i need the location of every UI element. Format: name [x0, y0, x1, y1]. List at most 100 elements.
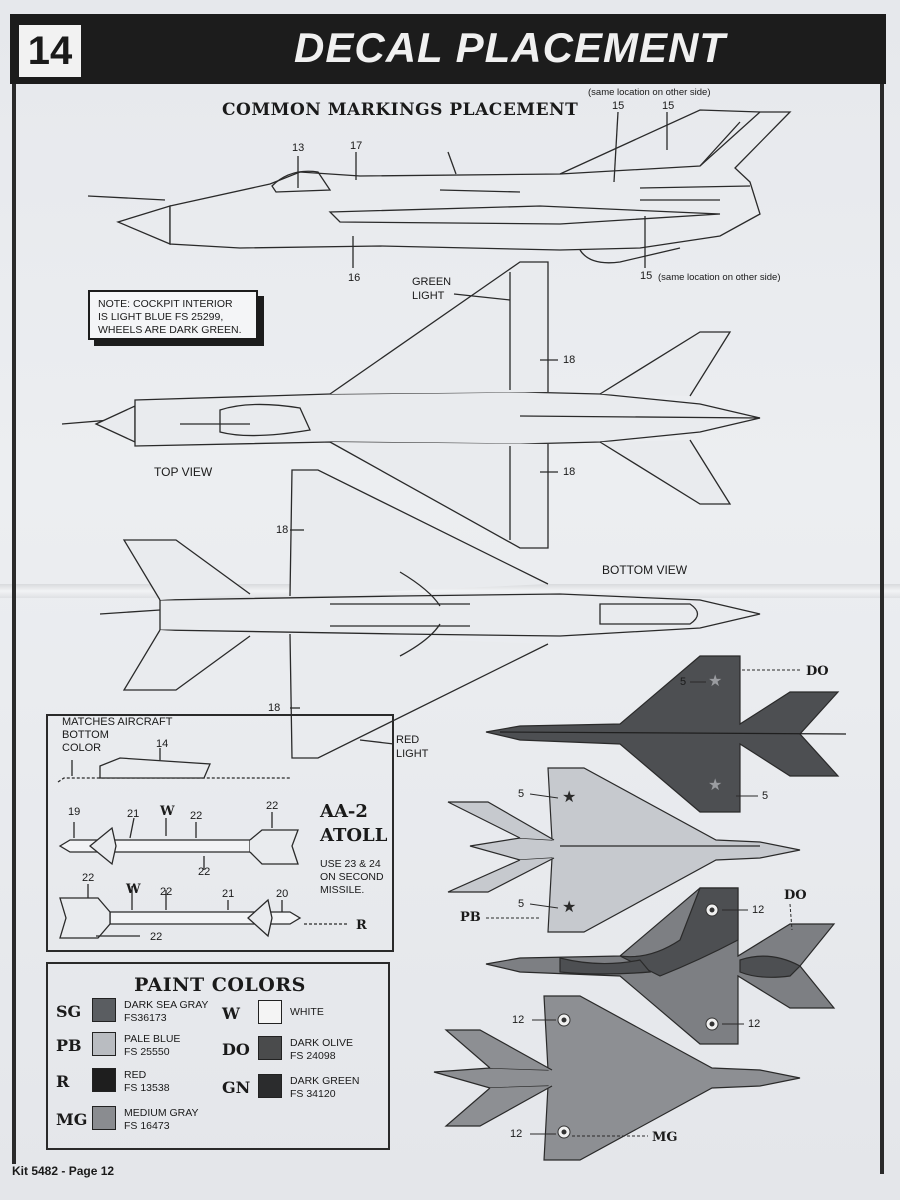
callout-12-a: 12 [752, 904, 765, 916]
callout-18-top-upper: 18 [563, 354, 576, 366]
paint-swatch [258, 1074, 282, 1098]
callout-w-upper: W [160, 804, 175, 819]
paint-swatch [92, 1068, 116, 1092]
missile-note-line: ON SECOND [320, 871, 384, 883]
green-light-label-2: LIGHT [412, 290, 445, 302]
callout-17: 17 [350, 140, 363, 152]
paint-colors-panel: PAINT COLORS SG DARK SEA GRAY FS36173 PB… [46, 962, 390, 1150]
paint-name-text: DARK OLIVE [290, 1037, 354, 1049]
callout-18-bottom-lower: 18 [268, 702, 281, 714]
frame-right-border [880, 84, 884, 1174]
paint-swatch [92, 1032, 116, 1056]
frame-left-border [12, 84, 16, 1164]
paint-code: GN [222, 1078, 251, 1097]
paint-code: R [56, 1072, 70, 1091]
paint-code: PB [56, 1036, 82, 1055]
note-line: NOTE: COCKPIT INTERIOR [98, 298, 233, 310]
paint-name: DARK OLIVE FS 24098 [290, 1037, 353, 1063]
paint-name: MEDIUM GRAY FS 16473 [124, 1107, 198, 1133]
camo-view-2 [447, 767, 801, 933]
paint-name-text: WHITE [290, 1006, 324, 1018]
missile-note: USE 23 & 24 ON SECOND MISSILE. [320, 858, 390, 897]
paint-fs-text: FS 13538 [124, 1082, 170, 1094]
svg-text:★: ★ [708, 775, 722, 794]
callout-15-c: 15 [640, 270, 653, 282]
callout-22-upper-c: 22 [198, 866, 211, 878]
callout-22-lower-a: 22 [82, 872, 95, 884]
callout-20: 20 [276, 888, 289, 900]
paint-name-text: DARK SEA GRAY [124, 999, 209, 1011]
matches-aircraft-label-1: MATCHES AIRCRAFT [62, 716, 173, 728]
cockpit-note-box: NOTE: COCKPIT INTERIOR IS LIGHT BLUE FS … [88, 290, 258, 340]
green-light-label-1: GREEN [412, 276, 452, 288]
bottom-view-label: BOTTOM VIEW [602, 563, 688, 577]
callout-16: 16 [348, 272, 361, 284]
paint-swatch [92, 1106, 116, 1130]
callout-22-upper-b: 22 [266, 800, 279, 812]
camo-view-3 [485, 887, 836, 1045]
paint-name: PALE BLUE FS 25550 [124, 1033, 180, 1059]
dark-olive-label-2: DO [784, 888, 807, 903]
red-light-label-2: LIGHT [396, 748, 429, 760]
paint-swatch [258, 1036, 282, 1060]
red-code-label: R [356, 918, 367, 933]
paint-name: DARK GREEN FS 34120 [290, 1075, 359, 1101]
callout-19: 19 [68, 806, 81, 818]
paint-fs-text: FS 16473 [124, 1120, 170, 1132]
missile-note-line: MISSILE. [320, 884, 365, 896]
matches-aircraft-label-2: BOTTOM [62, 729, 109, 741]
other-side-note-top: (same location on other side) [588, 87, 711, 98]
callout-22-upper-a: 22 [190, 810, 203, 822]
matches-aircraft-label-3: COLOR [62, 742, 102, 754]
medium-gray-label: MG [652, 1130, 678, 1145]
missile-upper [58, 812, 299, 870]
section-title: COMMON MARKINGS PLACEMENT [222, 100, 579, 120]
paint-name-text: PALE BLUE [124, 1033, 181, 1045]
missile-title-line2: ATOLL [320, 825, 388, 846]
missile-lower [59, 884, 348, 939]
other-side-note-bottom: (same location on other side) [658, 272, 781, 283]
svg-text:★: ★ [562, 897, 576, 916]
svg-text:★: ★ [708, 671, 722, 690]
missile-note-line: USE 23 & 24 [320, 858, 381, 870]
callout-5-a: 5 [680, 676, 687, 688]
side-view-aircraft [87, 109, 792, 264]
bottom-view-aircraft [99, 469, 761, 759]
top-view-aircraft [61, 261, 761, 549]
missile-title-line1: AA-2 [320, 801, 368, 822]
missile-title: AA-2 ATOLL [320, 800, 392, 848]
note-line: WHEELS ARE DARK GREEN. [98, 324, 242, 336]
dark-olive-label-1: DO [806, 664, 829, 679]
paint-code: W [222, 1004, 240, 1023]
callout-5-b: 5 [762, 790, 769, 802]
paint-swatch [258, 1000, 282, 1024]
paint-name: DARK SEA GRAY FS36173 [124, 999, 208, 1025]
callout-12-d: 12 [510, 1128, 523, 1140]
paint-code: MG [56, 1110, 88, 1129]
top-view-label: TOP VIEW [154, 465, 213, 479]
callout-w-lower: W [126, 882, 141, 897]
paint-code: SG [56, 1002, 82, 1021]
note-line: IS LIGHT BLUE FS 25299, [98, 311, 224, 323]
callout-12-b: 12 [748, 1018, 761, 1030]
camo-view-1 [485, 655, 847, 813]
callout-14: 14 [156, 738, 169, 750]
callout-18-bottom-upper: 18 [276, 524, 289, 536]
step-number: 14 [16, 22, 84, 80]
svg-text:★: ★ [562, 787, 576, 806]
callout-22-lower-c: 22 [150, 931, 163, 943]
pale-blue-label: PB [460, 910, 481, 925]
callout-13: 13 [292, 142, 305, 154]
camo-view-4 [433, 995, 801, 1161]
red-light-label-1: RED [396, 734, 420, 746]
paint-name: WHITE [290, 1006, 324, 1019]
paint-fs-text: FS 24098 [290, 1050, 336, 1062]
missile-panel [46, 714, 394, 952]
callout-22-lower-b: 22 [160, 886, 173, 898]
callout-12-c: 12 [512, 1014, 525, 1026]
callout-5-c: 5 [518, 788, 525, 800]
callout-21-lower: 21 [222, 888, 235, 900]
paint-name-text: DARK GREEN [290, 1075, 360, 1087]
paint-swatch [92, 998, 116, 1022]
